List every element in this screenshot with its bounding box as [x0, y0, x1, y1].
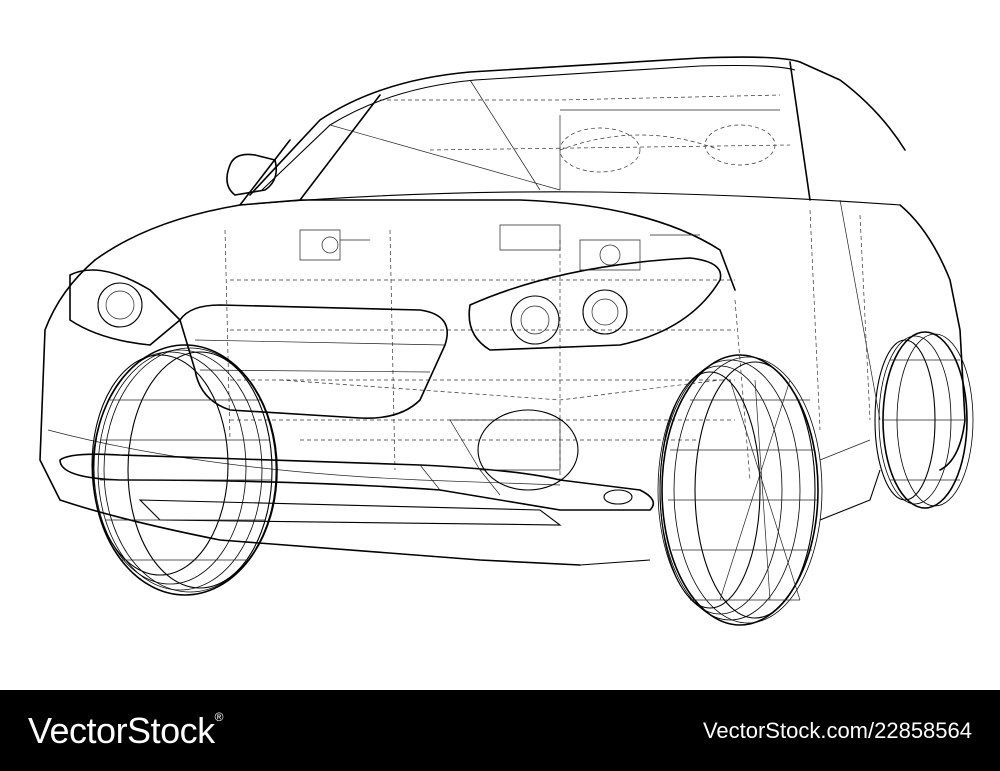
rear-wheel	[874, 331, 974, 509]
body-outline	[39, 199, 966, 566]
front-bumper	[59, 453, 655, 526]
roof-and-windshield	[239, 56, 906, 206]
watermark-brand: VectorStock®	[28, 710, 223, 752]
front-grille	[179, 304, 448, 419]
front-left-wheel	[91, 344, 278, 596]
side-mirror	[226, 153, 278, 196]
watermark-bar: VectorStock® VectorStock.com/22858564	[0, 690, 1000, 771]
engine-and-chassis-details	[279, 224, 721, 491]
watermark-brand-name: VectorStock	[28, 709, 215, 751]
right-headlight	[468, 257, 722, 351]
watermark-image-id: VectorStock.com/22858564	[702, 717, 972, 743]
wireframe-car-illustration	[39, 56, 974, 626]
front-right-wheel	[657, 354, 823, 626]
left-headlight	[69, 269, 181, 346]
watermark-registered-mark: ®	[214, 709, 224, 724]
